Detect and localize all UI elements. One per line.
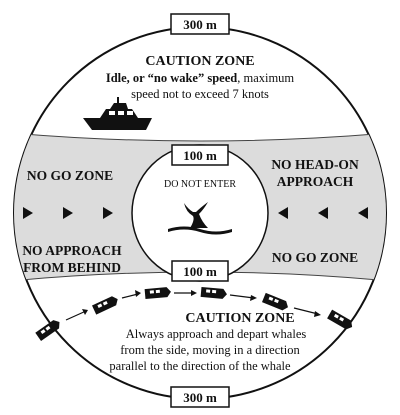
no-approach-behind-line2: FROM BEHIND <box>23 260 121 275</box>
arrow-right-icon <box>23 207 33 219</box>
do-not-enter-label: DO NOT ENTER <box>164 179 236 190</box>
whale-tail-icon <box>168 202 232 235</box>
svg-text:100 m: 100 m <box>183 264 217 279</box>
boat-icon <box>200 286 227 299</box>
arrow-left-icon <box>278 207 288 219</box>
no-head-on-label-line2: APPROACH <box>277 174 354 189</box>
bottom-caution-line1: Always approach and depart whales <box>126 327 307 341</box>
right-pointing-arrows <box>23 207 113 219</box>
path-arrow-icon <box>121 293 139 299</box>
no-approach-behind-line1: NO APPROACH <box>22 243 122 258</box>
top-caution-line1: Idle, or “no wake” speed, maximum <box>106 71 295 85</box>
bottom-caution-title: CAUTION ZONE <box>185 311 294 326</box>
outer-bottom-distance-label: 300 m <box>170 386 230 408</box>
yacht-icon <box>83 97 152 130</box>
inner-bottom-distance-label: 100 m <box>171 260 229 282</box>
arrow-left-icon <box>318 207 328 219</box>
boat-icon <box>35 320 60 341</box>
arrow-right-icon <box>103 207 113 219</box>
boat-icon <box>262 292 288 311</box>
no-go-zone-right-label: NO GO ZONE <box>272 250 358 265</box>
bottom-caution-line3: parallel to the direction of the whale <box>109 359 291 373</box>
arrow-right-icon <box>63 207 73 219</box>
inner-top-distance-label: 100 m <box>171 144 229 166</box>
top-caution-line2: speed not to exceed 7 knots <box>131 87 269 101</box>
no-go-zone-left-label: NO GO ZONE <box>27 168 113 183</box>
path-arrowhead-icon <box>314 311 321 317</box>
svg-text:100 m: 100 m <box>183 148 217 163</box>
no-head-on-label-line1: NO HEAD-ON <box>271 157 359 172</box>
path-arrowhead-icon <box>82 309 88 315</box>
top-caution-title: CAUTION ZONE <box>145 54 254 69</box>
path-arrowhead-icon <box>191 290 197 296</box>
boat-icon <box>92 296 118 315</box>
path-arrow-icon <box>293 307 319 315</box>
boat-approach-path <box>35 286 353 341</box>
path-arrowhead-icon <box>250 295 257 301</box>
path-arrow-icon <box>65 310 87 321</box>
path-arrow-icon <box>229 294 255 299</box>
boat-icon <box>144 287 171 300</box>
outer-top-distance-label: 300 m <box>170 13 230 35</box>
band-top-edge <box>14 131 386 142</box>
svg-text:300 m: 300 m <box>183 17 217 32</box>
bottom-caution-line2: from the side, moving in a direction <box>120 343 300 357</box>
path-arrowhead-icon <box>135 290 141 297</box>
boat-icon <box>327 309 353 330</box>
left-pointing-arrows <box>278 207 368 219</box>
arrow-left-icon <box>358 207 368 219</box>
svg-text:300 m: 300 m <box>183 390 217 405</box>
